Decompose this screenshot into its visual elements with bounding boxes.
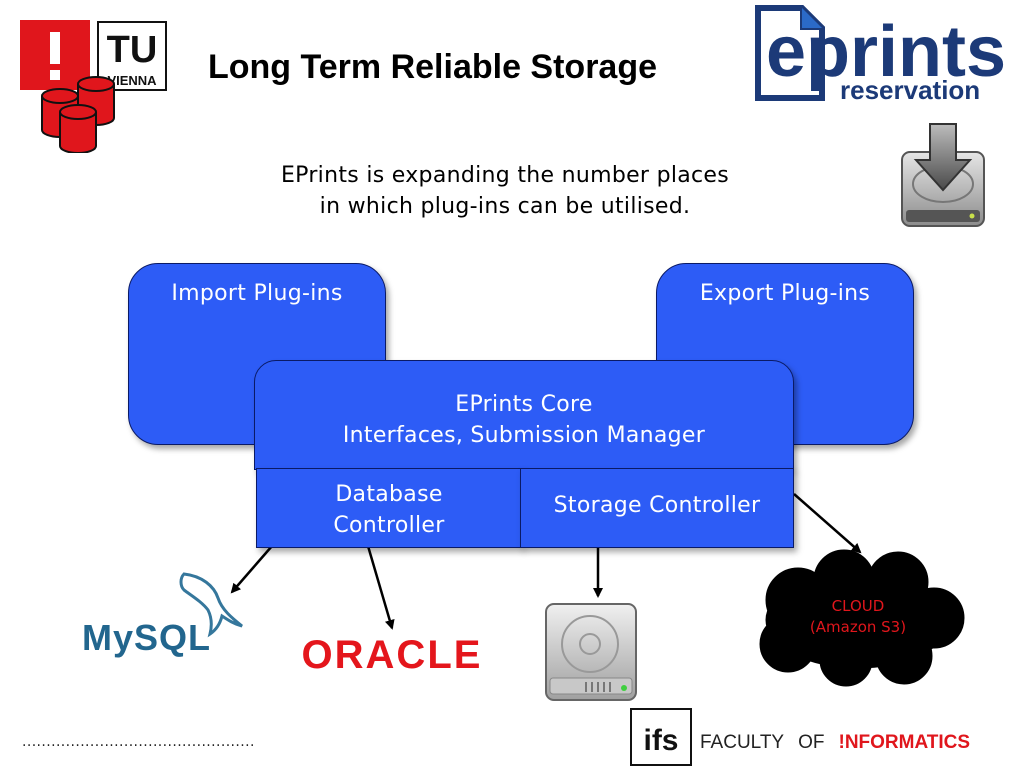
core-title: EPrints Core <box>455 392 593 417</box>
storage-controller-box: Storage Controller <box>520 468 794 548</box>
import-plugins-label: Import Plug-ins <box>171 281 343 306</box>
mysql-logo: MySQL <box>82 572 243 658</box>
eprints-logo-text: eprints <box>766 12 1006 92</box>
database-controller-box: Database Controller <box>256 468 522 548</box>
core-subtitle: Interfaces, Submission Manager <box>342 423 706 448</box>
oracle-logo: ORACLE <box>302 633 483 676</box>
brand-word-of: OF <box>798 732 825 753</box>
tu-logo-text: TU <box>107 29 158 71</box>
eprints-preservation-logo: eprints reservation <box>755 5 1006 104</box>
tu-logo-subtext: VIENNA <box>107 73 157 88</box>
brand-word-informatics: !NFORMATICS <box>838 732 971 753</box>
intro-text: EPrints is expanding the number places i… <box>240 160 770 222</box>
brand-word-faculty: FACULTY <box>700 732 785 753</box>
ifs-logo-text: ifs <box>643 724 678 757</box>
oracle-text: ORACLE <box>302 633 483 676</box>
intro-line-2: in which plug-ins can be utilised. <box>319 194 691 219</box>
cloud-label-line-1: CLOUD <box>831 597 885 615</box>
ifs-logo: ifs <box>630 708 692 766</box>
arrow-to-cloud <box>793 493 862 554</box>
cloud-label: CLOUD (Amazon S3) <box>768 596 948 638</box>
eprints-core-box: EPrints Core Interfaces, Submission Mana… <box>254 360 794 470</box>
db-label-line-2: Controller <box>333 513 445 538</box>
cloud-shape <box>759 549 965 687</box>
arrow-to-oracle <box>366 545 395 630</box>
intro-line-1: EPrints is expanding the number places <box>280 163 730 188</box>
disk-download-icon <box>901 123 985 227</box>
footer-dots: ........................................… <box>22 734 255 750</box>
storage-controller-label: Storage Controller <box>553 493 761 518</box>
hard-disk-icon <box>545 603 637 701</box>
cloud-label-line-2: (Amazon S3) <box>809 618 907 636</box>
page-title: Long Term Reliable Storage <box>208 48 658 86</box>
faculty-of-informatics-brand: FACULTY OF !NFORMATICS <box>700 732 970 754</box>
db-label-line-1: Database <box>335 482 443 507</box>
tu-vienna-logo: TU VIENNA <box>20 20 167 153</box>
eprints-logo-subtext: reservation <box>840 75 980 104</box>
mysql-text: MySQL <box>82 617 211 658</box>
export-plugins-label: Export Plug-ins <box>699 281 871 306</box>
